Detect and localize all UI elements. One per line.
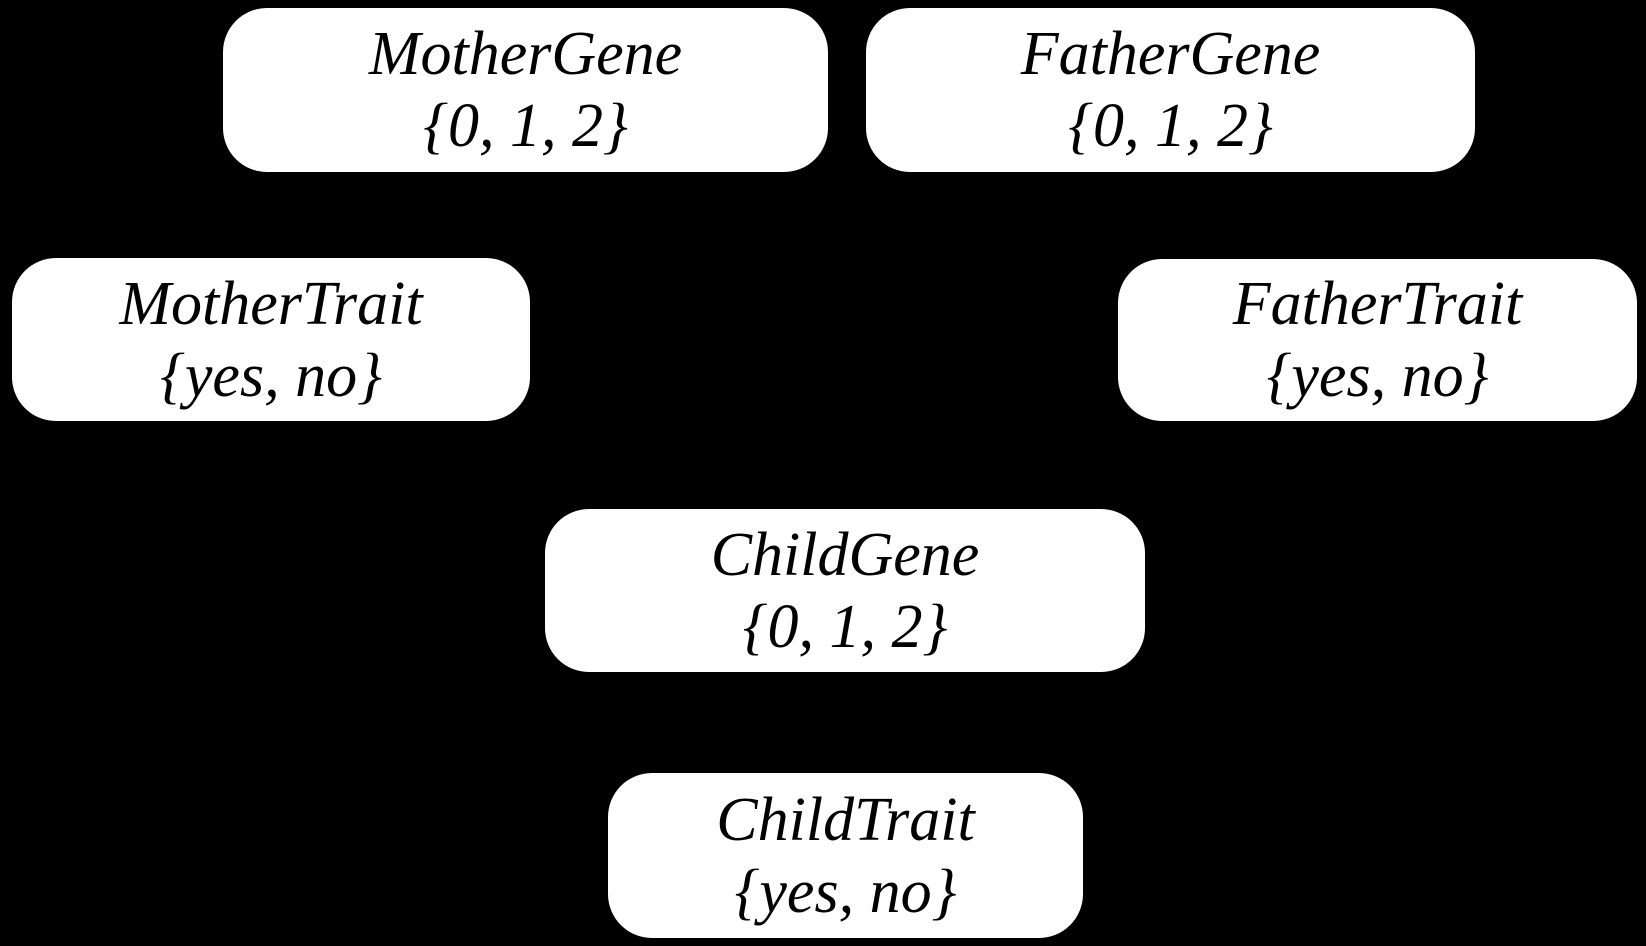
node-values: {yes, no} — [734, 857, 957, 926]
node-mother-trait: MotherTrait {yes, no} — [12, 258, 530, 421]
node-values: {0, 1, 2} — [742, 592, 948, 661]
node-child-gene: ChildGene {0, 1, 2} — [545, 509, 1145, 672]
node-mother-gene: MotherGene {0, 1, 2} — [223, 8, 828, 172]
node-father-trait: FatherTrait {yes, no} — [1118, 259, 1637, 421]
node-values: {yes, no} — [1266, 342, 1489, 410]
node-label: ChildGene — [710, 520, 980, 589]
node-label: ChildTrait — [716, 785, 975, 854]
node-values: {0, 1, 2} — [1068, 92, 1273, 160]
node-values: {yes, no} — [160, 341, 382, 410]
node-label: FatherGene — [1020, 20, 1321, 88]
node-child-trait: ChildTrait {yes, no} — [608, 773, 1083, 938]
node-label: MotherGene — [368, 20, 683, 88]
node-label: FatherTrait — [1232, 270, 1523, 338]
node-values: {0, 1, 2} — [423, 92, 628, 160]
node-label: MotherTrait — [119, 269, 423, 338]
node-father-gene: FatherGene {0, 1, 2} — [866, 8, 1475, 172]
